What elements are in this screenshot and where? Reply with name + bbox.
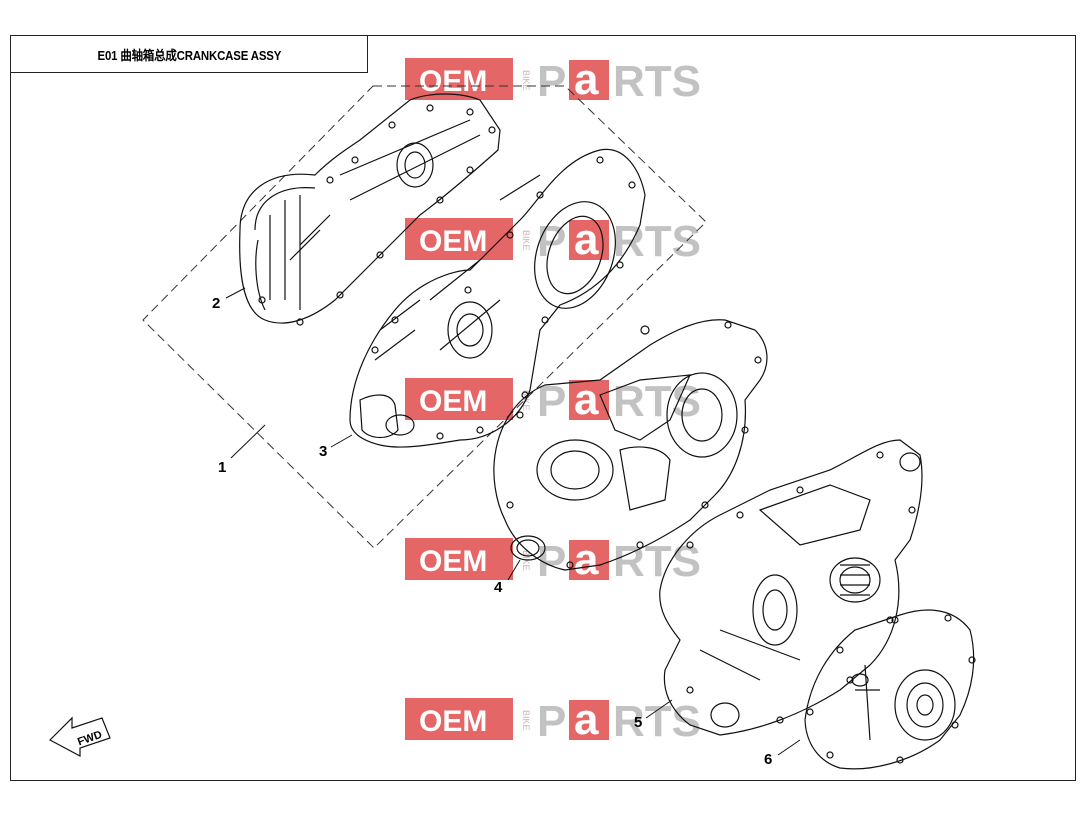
drawing-frame	[10, 35, 1076, 781]
callout-2: 2	[212, 295, 220, 312]
watermark-4: OEM BIKE P a RTS	[405, 535, 701, 586]
callout-6: 6	[764, 751, 772, 768]
svg-text:OEM: OEM	[419, 225, 487, 258]
diagram-title: E01 曲轴箱总成CRANKCASE ASSY	[97, 47, 281, 63]
callout-5: 5	[634, 714, 642, 731]
callout-4: 4	[494, 579, 503, 596]
svg-text:a: a	[574, 215, 599, 264]
title-block: E01 曲轴箱总成CRANKCASE ASSY	[10, 35, 368, 73]
part-inner-cover	[349, 148, 646, 448]
part-outer-cover	[239, 93, 501, 326]
fwd-arrow-icon: FWD	[49, 716, 111, 757]
svg-text:P: P	[537, 217, 566, 266]
watermark-group: OEM BIKE P a RTS OEM BIKE P a RTS OEM BI…	[405, 55, 701, 746]
svg-text:BIKE: BIKE	[521, 230, 531, 251]
svg-text:RTS: RTS	[613, 217, 701, 266]
watermark-3: OEM BIKE P a RTS	[405, 375, 701, 426]
svg-text:BIKE: BIKE	[521, 710, 531, 731]
svg-text:P: P	[537, 377, 566, 426]
watermark-2: OEM BIKE P a RTS	[405, 215, 701, 266]
part-crankcase-half	[493, 319, 768, 571]
assembly-boundary	[142, 85, 707, 549]
svg-text:OEM: OEM	[419, 545, 487, 578]
fwd-label: FWD	[76, 729, 104, 749]
svg-text:P: P	[537, 57, 566, 106]
svg-text:a: a	[574, 535, 599, 584]
svg-text:OEM: OEM	[419, 385, 487, 418]
svg-text:a: a	[574, 55, 599, 104]
watermark-bottom: OEM BIKE P a RTS	[405, 695, 701, 746]
svg-text:OEM: OEM	[419, 65, 487, 98]
svg-text:a: a	[574, 375, 599, 424]
svg-text:a: a	[574, 695, 599, 744]
svg-text:RTS: RTS	[613, 377, 701, 426]
leader-lines	[225, 287, 801, 756]
part-crankcase-assy	[659, 439, 923, 736]
svg-text:RTS: RTS	[613, 537, 701, 586]
svg-text:RTS: RTS	[613, 57, 701, 106]
part-side-cover	[804, 609, 976, 770]
svg-text:BIKE: BIKE	[521, 70, 531, 91]
svg-text:RTS: RTS	[613, 697, 701, 746]
watermark-top: OEM BIKE P a RTS	[405, 55, 701, 106]
svg-text:OEM: OEM	[419, 705, 487, 738]
callout-3: 3	[319, 443, 327, 460]
callout-1: 1	[218, 459, 226, 476]
svg-text:P: P	[537, 697, 566, 746]
